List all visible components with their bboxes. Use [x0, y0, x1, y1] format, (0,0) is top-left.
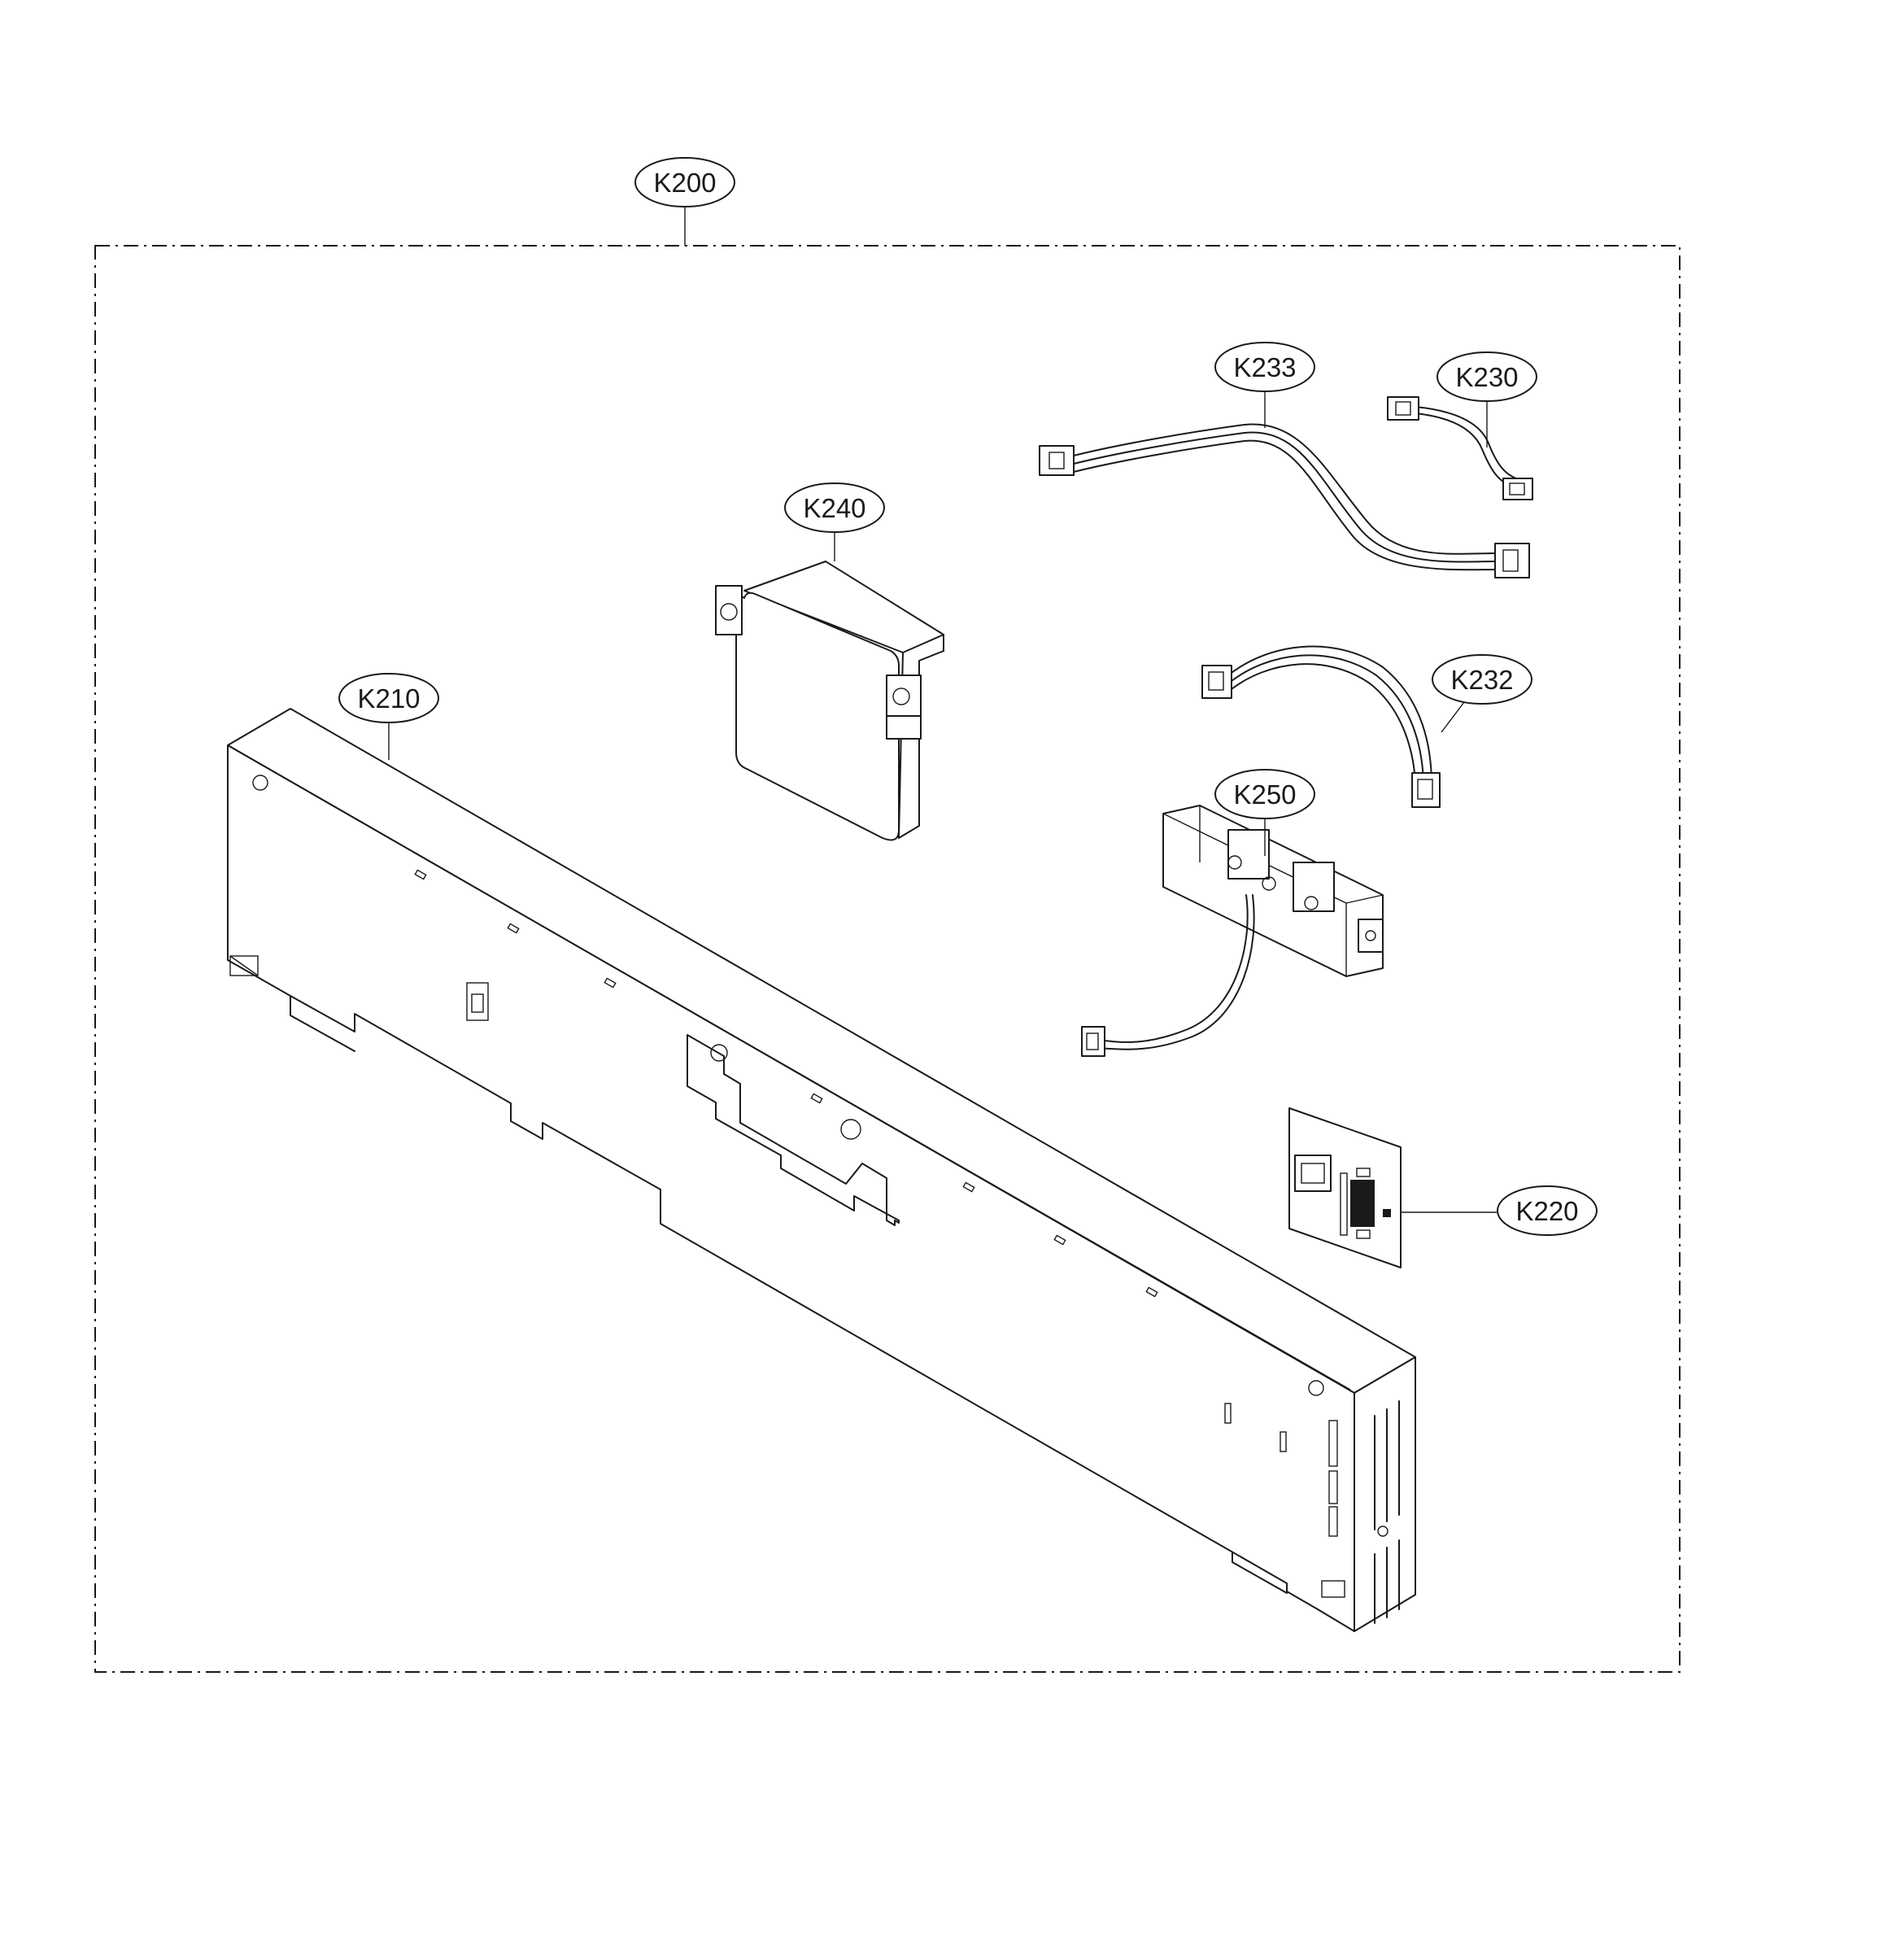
callout-label-k220: K220 — [1515, 1196, 1578, 1226]
callout-k210[interactable]: K210 — [338, 673, 439, 760]
callout-k230[interactable]: K230 — [1436, 351, 1537, 447]
callout-label-k210: K210 — [357, 683, 420, 714]
pcb-board — [1288, 1107, 1402, 1268]
callout-label-k250: K250 — [1233, 779, 1296, 810]
callout-k250[interactable]: K250 — [1214, 769, 1315, 856]
control-panel-frame — [227, 708, 1416, 1632]
sensor-bracket — [1081, 805, 1384, 1057]
callout-label-k232: K232 — [1450, 665, 1513, 695]
wire-harness-curved — [1201, 645, 1441, 808]
callout-label-k240: K240 — [803, 493, 865, 523]
assembly-boundary — [94, 245, 1681, 1673]
callout-label-k200: K200 — [653, 168, 716, 198]
callout-k240[interactable]: K240 — [784, 482, 885, 561]
module-box — [715, 561, 944, 841]
callout-label-k233: K233 — [1233, 352, 1296, 382]
callout-label-k230: K230 — [1455, 362, 1518, 392]
wire-harness-short — [1387, 396, 1533, 500]
wire-harness-long — [1039, 423, 1530, 578]
callout-k200[interactable]: K200 — [634, 157, 735, 246]
callout-k233[interactable]: K233 — [1214, 342, 1315, 428]
callout-k232[interactable]: K232 — [1432, 654, 1532, 733]
callout-k220[interactable]: K220 — [1401, 1185, 1598, 1236]
